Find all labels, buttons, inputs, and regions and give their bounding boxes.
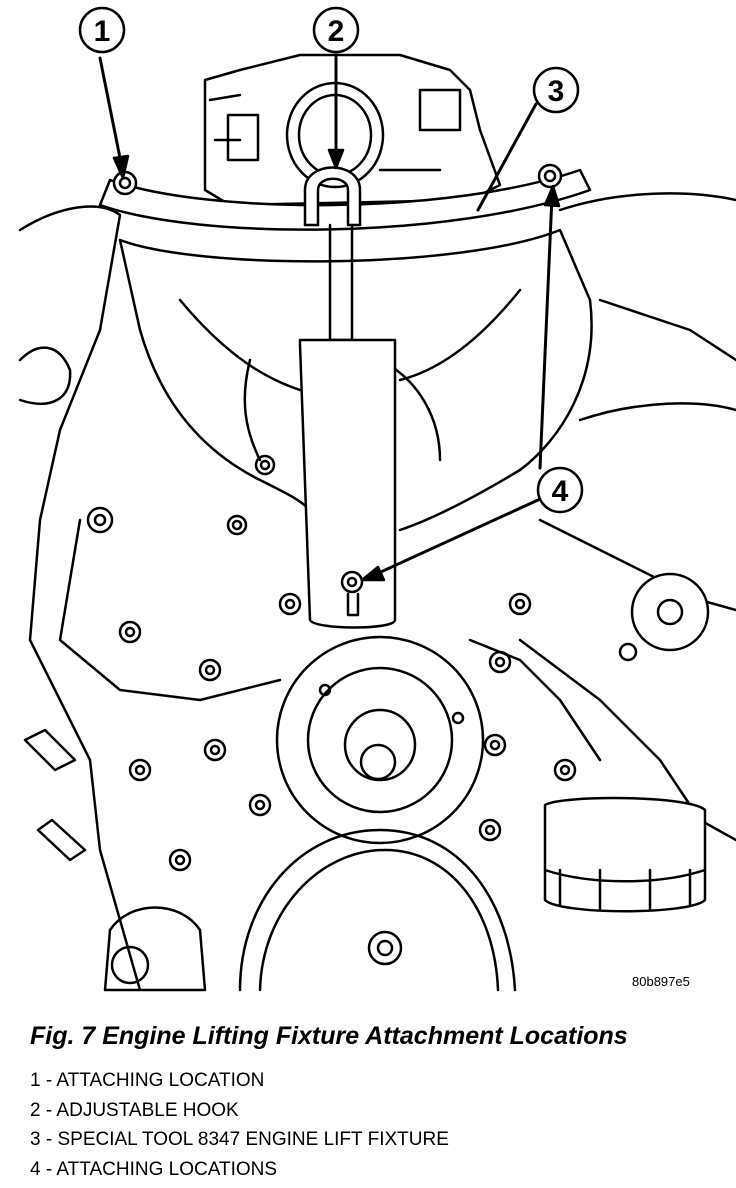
- callout-legend: 1 - ATTACHING LOCATION 2 - ADJUSTABLE HO…: [30, 1066, 449, 1184]
- legend-label: SPECIAL TOOL 8347 ENGINE LIFT FIXTURE: [57, 1129, 449, 1150]
- callout-3-number: 3: [548, 75, 565, 108]
- legend-item: 3 - SPECIAL TOOL 8347 ENGINE LIFT FIXTUR…: [30, 1129, 449, 1150]
- crankshaft-pulley: [275, 635, 485, 845]
- legend-item: 4 - ATTACHING LOCATIONS: [30, 1158, 278, 1180]
- legend-item: 2 - ADJUSTABLE HOOK: [30, 1099, 239, 1121]
- legend-item: 1 - ATTACHING LOCATION: [30, 1070, 265, 1091]
- figure-caption: Fig. 7 Engine Lifting Fixture Attachment…: [30, 1022, 628, 1050]
- timing-cover: [58, 454, 602, 872]
- adjustable-hook: [298, 166, 397, 629]
- coolant-outlet: [23, 728, 207, 992]
- legend-label: ATTACHING LOCATION: [56, 1070, 265, 1091]
- oil-filter: [543, 796, 707, 913]
- callout-2-number: 2: [328, 15, 345, 48]
- legend-number: 2: [30, 1099, 41, 1121]
- callout-2: 2: [312, 6, 360, 170]
- callout-1-number: 1: [94, 15, 111, 48]
- callout-4-number: 4: [552, 475, 569, 508]
- legend-number: 4: [30, 1158, 41, 1180]
- lift-fixture-bar: [98, 163, 592, 231]
- legend-number: 3: [30, 1129, 41, 1150]
- legend-label: ATTACHING LOCATIONS: [56, 1158, 278, 1180]
- water-pump: [618, 572, 710, 662]
- intake-manifold: [118, 228, 593, 532]
- callout-3: 3: [476, 66, 580, 212]
- callout-1: 1: [78, 6, 130, 180]
- legend-number: 1: [30, 1070, 41, 1091]
- figure-reference-code: 80b897e5: [632, 974, 690, 989]
- engine-illustration: 1 2 3 4: [18, 6, 736, 992]
- legend-label: ADJUSTABLE HOOK: [56, 1099, 239, 1121]
- callout-4: 4: [360, 184, 584, 582]
- lower-pulley: [238, 828, 517, 992]
